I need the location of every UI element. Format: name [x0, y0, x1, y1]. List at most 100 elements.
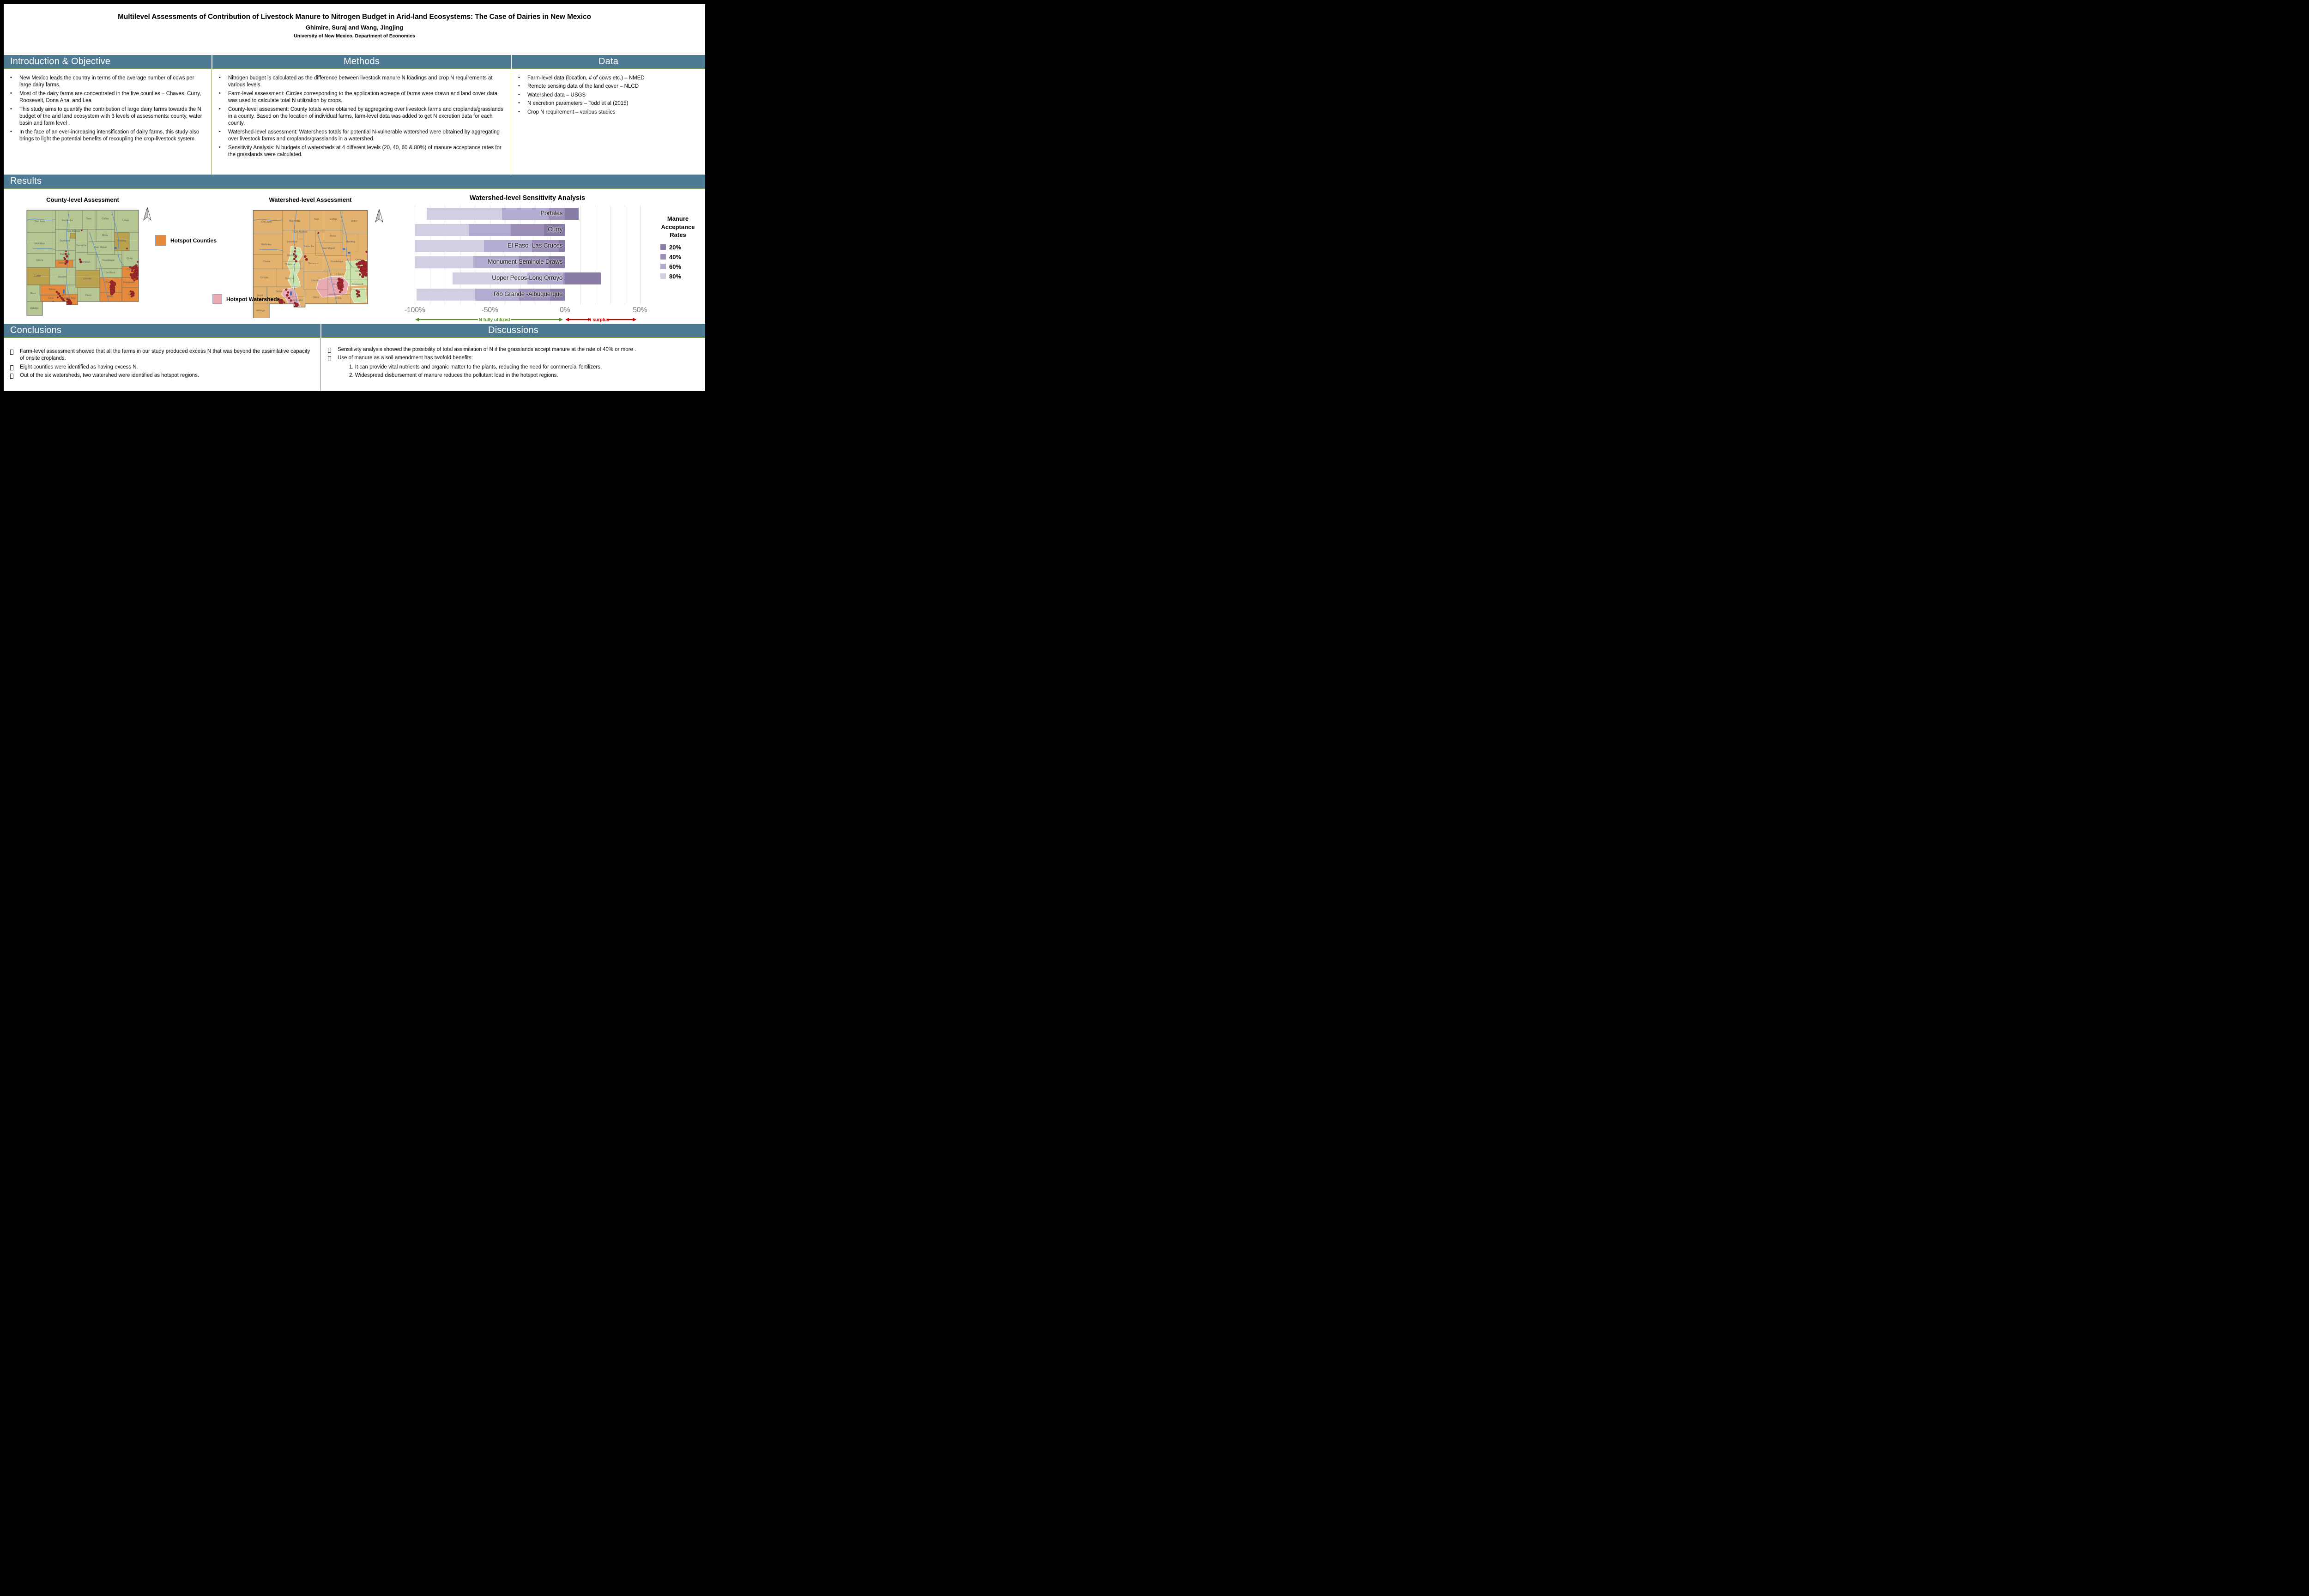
farm-dot	[55, 303, 57, 305]
county-label-McKinley: McKinley	[35, 242, 45, 245]
county-label-Guadalupe: Guadalupe	[331, 260, 343, 263]
farm-dot	[137, 261, 139, 263]
legend-item-40%: 40%	[660, 254, 703, 260]
lake	[290, 291, 292, 296]
farm-dot	[293, 306, 297, 309]
farm-dot	[113, 289, 115, 291]
gridline	[640, 206, 641, 304]
watershed-boundary-line	[30, 274, 139, 279]
county-label-Mora: Mora	[102, 234, 108, 237]
county-label-Torrance: Torrance	[308, 262, 318, 265]
county-fill-Otero	[78, 288, 100, 302]
bullet-glyph: •	[10, 75, 12, 80]
data-body: • Farm-level data (location, # of cows et…	[512, 69, 705, 175]
arrowhead	[559, 318, 563, 321]
bullet-item: •New Mexico leads the country in terms o…	[10, 75, 205, 89]
bullet-glyph: •	[518, 109, 520, 115]
bullet-text: Farm-level data (location, # of cows etc…	[527, 75, 645, 81]
farm-dot	[137, 270, 139, 272]
county-label-Taos: Taos	[86, 218, 91, 220]
county-label-Roosevelt: Roosevelt	[352, 283, 363, 286]
county-fill-McKinley	[27, 232, 55, 254]
legend-label: 80%	[669, 272, 682, 280]
legend-label: 60%	[669, 263, 682, 270]
farm-dot	[293, 258, 296, 260]
farm-dot	[55, 290, 58, 293]
watershed-map-legend: Hotspot Watersheds	[212, 294, 280, 304]
bullet-item: • Crop N requirement – various studies	[518, 109, 699, 116]
bar-label: Upper Pecos-Long Orroyo	[492, 274, 563, 281]
methods-list: •Nitrogen budget is calculated as the di…	[219, 75, 504, 158]
column-divider	[320, 338, 321, 391]
farm-dot	[81, 230, 83, 231]
farm-dot	[357, 296, 359, 298]
county-label-Rio Arriba: Rio Arriba	[289, 220, 301, 223]
bullet-glyph: •	[10, 90, 12, 96]
river	[27, 218, 56, 221]
farm-dot	[126, 248, 128, 249]
state-outline	[26, 210, 139, 316]
county-label-Valencia: Valencia	[58, 262, 67, 265]
chart-legend-title: Manure Acceptance Rates	[661, 215, 695, 239]
county-fill-Hidalgo	[27, 302, 42, 315]
farm-dot	[355, 289, 358, 292]
river	[32, 248, 56, 250]
bar-Upper Pecos-Long Orroyo-60%	[527, 272, 565, 284]
bar-label: Portales	[540, 209, 563, 217]
farm-dot	[305, 258, 308, 261]
county-label-Sandoval: Sandoval	[60, 240, 70, 242]
page-title: Multilevel Assessments of Contribution o…	[118, 13, 591, 21]
bar-El Paso- Las Cruces-20%	[559, 240, 565, 252]
farm-dot	[61, 298, 64, 301]
county-label-Los Alamos: Los Alamos	[294, 230, 308, 233]
annotation-n-surplus: N surplus	[588, 318, 610, 323]
bullet-item: Sensitivity analysis showed the possibil…	[328, 346, 699, 353]
county-label-Guadalupe: Guadalupe	[103, 259, 115, 262]
county-label-Dona Ana: Dona Ana	[291, 299, 303, 302]
bullet-text: Crop N requirement – various studies	[527, 109, 616, 115]
bullet-glyph: •	[518, 75, 520, 80]
bullet-glyph	[10, 365, 13, 370]
farm-dot	[356, 293, 358, 295]
farm-dot	[290, 299, 292, 302]
farm-dot	[294, 255, 297, 258]
bullet-item: •Watershed-level assessment: Watersheds …	[219, 129, 504, 143]
farm-dot	[293, 311, 296, 314]
discussions-body: Sensitivity analysis showed the possibil…	[321, 338, 705, 391]
farm-dot	[129, 273, 133, 277]
section-header-introduction: Introduction & Objective	[4, 55, 212, 69]
bullet-text: This study aims to quantify the contribu…	[19, 106, 202, 127]
legend-item-80%: 80%	[660, 273, 703, 280]
bullet-text: Out of the six watersheds, two watershed…	[20, 373, 199, 379]
county-fill-Los Alamos	[70, 233, 76, 238]
river	[317, 233, 337, 304]
county-label-Quay: Quay	[127, 257, 133, 260]
farm-dot	[363, 265, 366, 267]
county-label-Grant: Grant	[257, 295, 263, 297]
county-fill-Cibola	[27, 254, 55, 267]
county-label-Grant: Grant	[30, 292, 36, 295]
county-label-Socorro: Socorro	[285, 278, 294, 280]
county-label-Cibola: Cibola	[263, 260, 271, 263]
bar-label: Curry	[548, 225, 563, 233]
bullet-glyph: •	[518, 100, 520, 106]
north-arrow-icon	[143, 207, 151, 221]
farm-dot	[64, 258, 66, 260]
bullet-glyph: •	[219, 90, 221, 96]
county-label-Lincoln: Lincoln	[83, 278, 91, 280]
bullet-text: Remote sensing data of the land cover – …	[527, 84, 639, 90]
chart-title: Watershed-level Sensitivity Analysis	[469, 194, 586, 202]
county-fill-Torrance	[76, 253, 96, 270]
farm-dot	[364, 272, 368, 277]
bullet-glyph	[328, 348, 331, 353]
county-label-Chaves: Chaves	[333, 283, 342, 286]
section-title: Data	[598, 56, 619, 66]
farm-dot	[64, 253, 67, 255]
county-label-Luna: Luna	[48, 297, 54, 300]
county-label-Roosevelt: Roosevelt	[123, 281, 134, 284]
bullet-subitem: 2. Widespread disbursement of manure red…	[349, 372, 558, 378]
bullet-glyph	[10, 374, 13, 379]
farm-dot	[287, 291, 290, 294]
county-label-Harding: Harding	[118, 240, 127, 242]
